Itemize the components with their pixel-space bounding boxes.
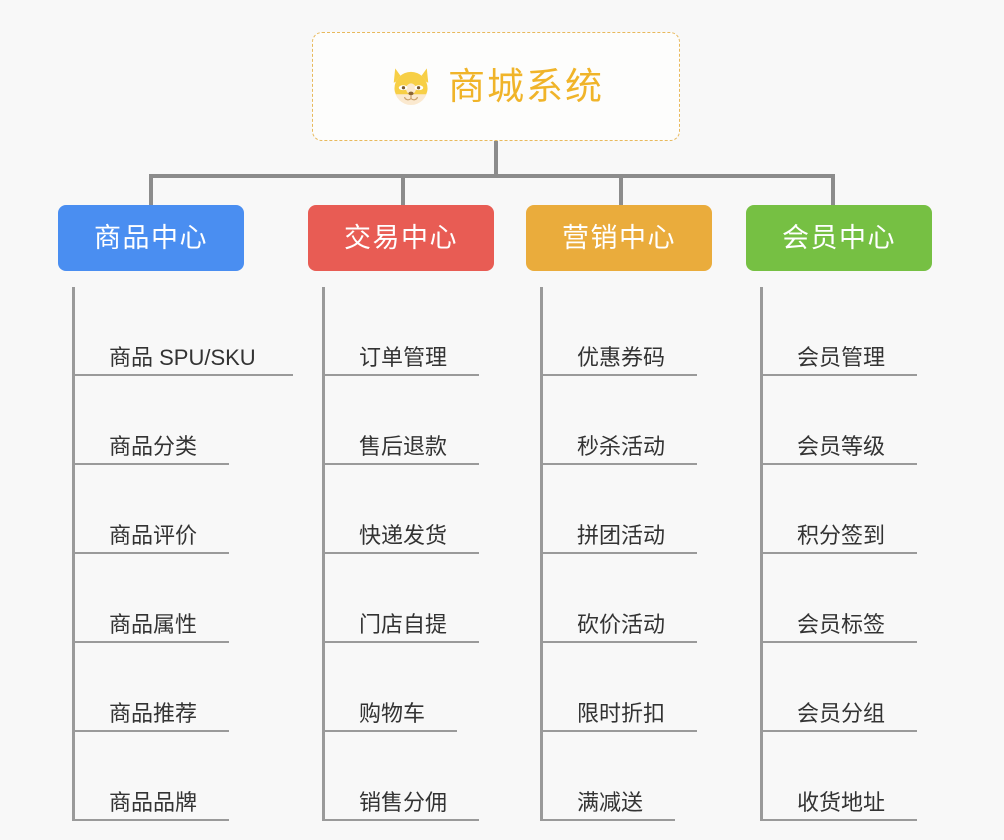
list-item-label: 会员等级: [797, 434, 886, 459]
item-underline: [325, 641, 479, 643]
list-item-label: 优惠券码: [577, 345, 666, 370]
branch-header-label-1: 交易中心: [344, 222, 458, 253]
item-underline: [763, 463, 917, 465]
list-item-label: 购物车: [359, 701, 426, 726]
list-item[interactable]: 商品推荐: [75, 643, 244, 732]
item-underline: [75, 463, 229, 465]
list-item[interactable]: 会员管理: [763, 287, 932, 376]
item-underline: [543, 552, 697, 554]
list-item-label: 商品 SPU/SKU: [109, 345, 256, 370]
list-item-label: 商品品牌: [109, 790, 198, 815]
list-item[interactable]: 商品品牌: [75, 732, 244, 821]
list-item[interactable]: 订单管理: [325, 287, 494, 376]
list-item-label: 售后退款: [359, 434, 448, 459]
item-underline: [325, 463, 479, 465]
list-item-label: 订单管理: [359, 345, 448, 370]
item-underline: [325, 552, 479, 554]
list-item[interactable]: 商品评价: [75, 465, 244, 554]
list-item[interactable]: 售后退款: [325, 376, 494, 465]
page-title: 商城系统: [448, 66, 604, 107]
list-item-label: 秒杀活动: [577, 434, 666, 459]
list-item[interactable]: 收货地址: [763, 732, 932, 821]
connector-drop-branch-2: [619, 174, 623, 207]
list-item[interactable]: 商品 SPU/SKU: [75, 287, 293, 376]
branch-product-center: 商品中心 商品 SPU/SKU 商品分类 商品评价 商品属性 商品推荐: [58, 205, 293, 837]
item-underline: [763, 730, 917, 732]
branch-item-list-1: 订单管理 售后退款 快递发货 门店自提 购物车 销售分佣: [322, 287, 494, 821]
connector-root-stem: [494, 141, 498, 178]
list-item-label: 销售分佣: [359, 790, 448, 815]
branch-item-list-2: 优惠券码 秒杀活动 拼团活动 砍价活动 限时折扣 满减送: [540, 287, 712, 821]
branch-header-1[interactable]: 交易中心: [308, 205, 494, 271]
item-underline: [325, 730, 457, 732]
branch-header-3[interactable]: 会员中心: [746, 205, 932, 271]
item-underline: [75, 730, 229, 732]
list-item[interactable]: 门店自提: [325, 554, 494, 643]
shiba-dog-icon: [393, 67, 429, 105]
list-item-label: 快递发货: [359, 523, 448, 548]
branch-item-list-0: 商品 SPU/SKU 商品分类 商品评价 商品属性 商品推荐 商品品牌: [72, 287, 293, 821]
list-item[interactable]: 限时折扣: [543, 643, 712, 732]
list-item-label: 满减送: [577, 790, 644, 815]
list-item[interactable]: 优惠券码: [543, 287, 712, 376]
branch-trade-center: 交易中心 订单管理 售后退款 快递发货 门店自提 购物车: [308, 205, 494, 837]
list-item[interactable]: 积分签到: [763, 465, 932, 554]
list-item-label: 积分签到: [797, 523, 886, 548]
list-item-label: 拼团活动: [577, 523, 666, 548]
list-item[interactable]: 购物车: [325, 643, 494, 732]
branch-item-list-3: 会员管理 会员等级 积分签到 会员标签 会员分组 收货地址: [760, 287, 932, 821]
list-item[interactable]: 满减送: [543, 732, 712, 821]
list-item-label: 砍价活动: [577, 612, 666, 637]
item-underline: [763, 374, 917, 376]
item-underline: [325, 374, 479, 376]
list-item-label: 商品属性: [109, 612, 198, 637]
item-underline: [75, 374, 293, 376]
list-item-label: 收货地址: [797, 790, 886, 815]
item-underline: [763, 819, 917, 821]
list-item[interactable]: 商品分类: [75, 376, 244, 465]
list-item-label: 商品推荐: [109, 701, 198, 726]
list-item-label: 会员标签: [797, 612, 886, 637]
list-item-label: 商品分类: [109, 434, 198, 459]
item-underline: [543, 819, 675, 821]
branch-header-label-0: 商品中心: [94, 222, 208, 253]
list-item-label: 会员分组: [797, 701, 886, 726]
list-item[interactable]: 会员分组: [763, 643, 932, 732]
item-underline: [75, 819, 229, 821]
item-underline: [325, 819, 479, 821]
list-item[interactable]: 会员等级: [763, 376, 932, 465]
list-item[interactable]: 快递发货: [325, 465, 494, 554]
branch-header-label-3: 会员中心: [782, 222, 896, 253]
list-item[interactable]: 秒杀活动: [543, 376, 712, 465]
item-underline: [543, 641, 697, 643]
branch-member-center: 会员中心 会员管理 会员等级 积分签到 会员标签 会员分组: [746, 205, 932, 837]
connector-horizontal-bus: [149, 174, 835, 178]
list-item[interactable]: 商品属性: [75, 554, 244, 643]
branch-header-0[interactable]: 商品中心: [58, 205, 244, 271]
connector-drop-branch-3: [831, 174, 835, 207]
item-underline: [543, 374, 697, 376]
item-underline: [543, 730, 697, 732]
list-item[interactable]: 拼团活动: [543, 465, 712, 554]
item-underline: [543, 463, 697, 465]
item-underline: [75, 641, 229, 643]
list-item[interactable]: 会员标签: [763, 554, 932, 643]
connector-drop-branch-0: [149, 174, 153, 207]
root-node[interactable]: 商城系统: [312, 32, 680, 141]
branch-header-2[interactable]: 营销中心: [526, 205, 712, 271]
connector-drop-branch-1: [401, 174, 405, 207]
item-underline: [763, 641, 917, 643]
list-item-label: 门店自提: [359, 612, 448, 637]
item-underline: [75, 552, 229, 554]
list-item[interactable]: 砍价活动: [543, 554, 712, 643]
branch-marketing-center: 营销中心 优惠券码 秒杀活动 拼团活动 砍价活动 限时折扣: [526, 205, 712, 837]
list-item-label: 限时折扣: [577, 701, 666, 726]
list-item[interactable]: 销售分佣: [325, 732, 494, 821]
branch-header-label-2: 营销中心: [562, 222, 676, 253]
item-underline: [763, 552, 917, 554]
list-item-label: 会员管理: [797, 345, 886, 370]
list-item-label: 商品评价: [109, 523, 198, 548]
